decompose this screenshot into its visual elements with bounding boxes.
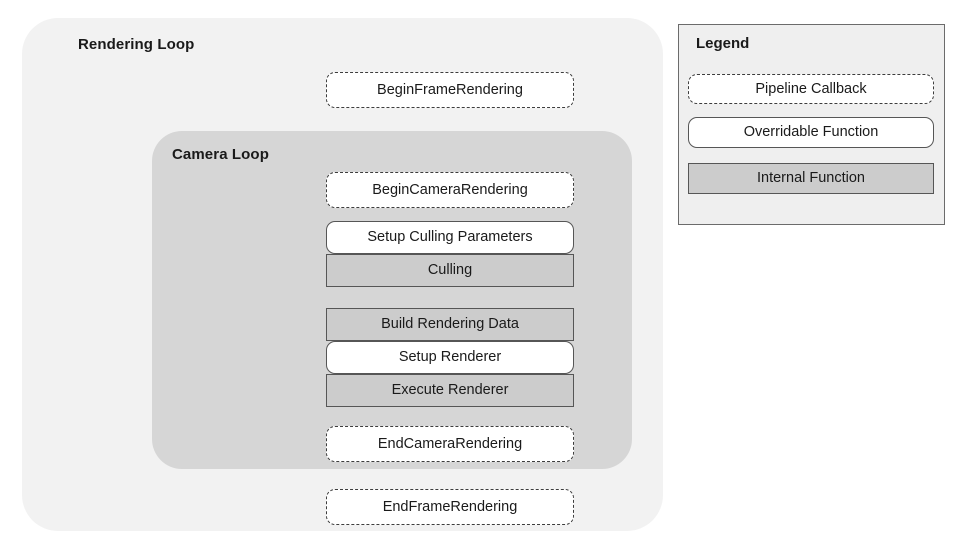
- legend-title: Legend: [696, 35, 750, 52]
- legend-item-overridable-function: Overridable Function: [688, 117, 934, 148]
- legend-item-pipeline-callback: Pipeline Callback: [688, 74, 934, 104]
- node-build-rendering-data[interactable]: Build Rendering Data: [326, 308, 574, 341]
- node-culling[interactable]: Culling: [326, 254, 574, 287]
- legend-item-internal-function: Internal Function: [688, 163, 934, 194]
- rendering-loop-title: Rendering Loop: [78, 36, 195, 53]
- node-begin-frame-rendering[interactable]: BeginFrameRendering: [326, 72, 574, 108]
- node-end-camera-rendering[interactable]: EndCameraRendering: [326, 426, 574, 462]
- node-begin-camera-rendering[interactable]: BeginCameraRendering: [326, 172, 574, 208]
- node-setup-renderer[interactable]: Setup Renderer: [326, 341, 574, 374]
- camera-loop-title: Camera Loop: [172, 146, 269, 163]
- node-setup-culling-parameters[interactable]: Setup Culling Parameters: [326, 221, 574, 254]
- node-execute-renderer[interactable]: Execute Renderer: [326, 374, 574, 407]
- node-end-frame-rendering[interactable]: EndFrameRendering: [326, 489, 574, 525]
